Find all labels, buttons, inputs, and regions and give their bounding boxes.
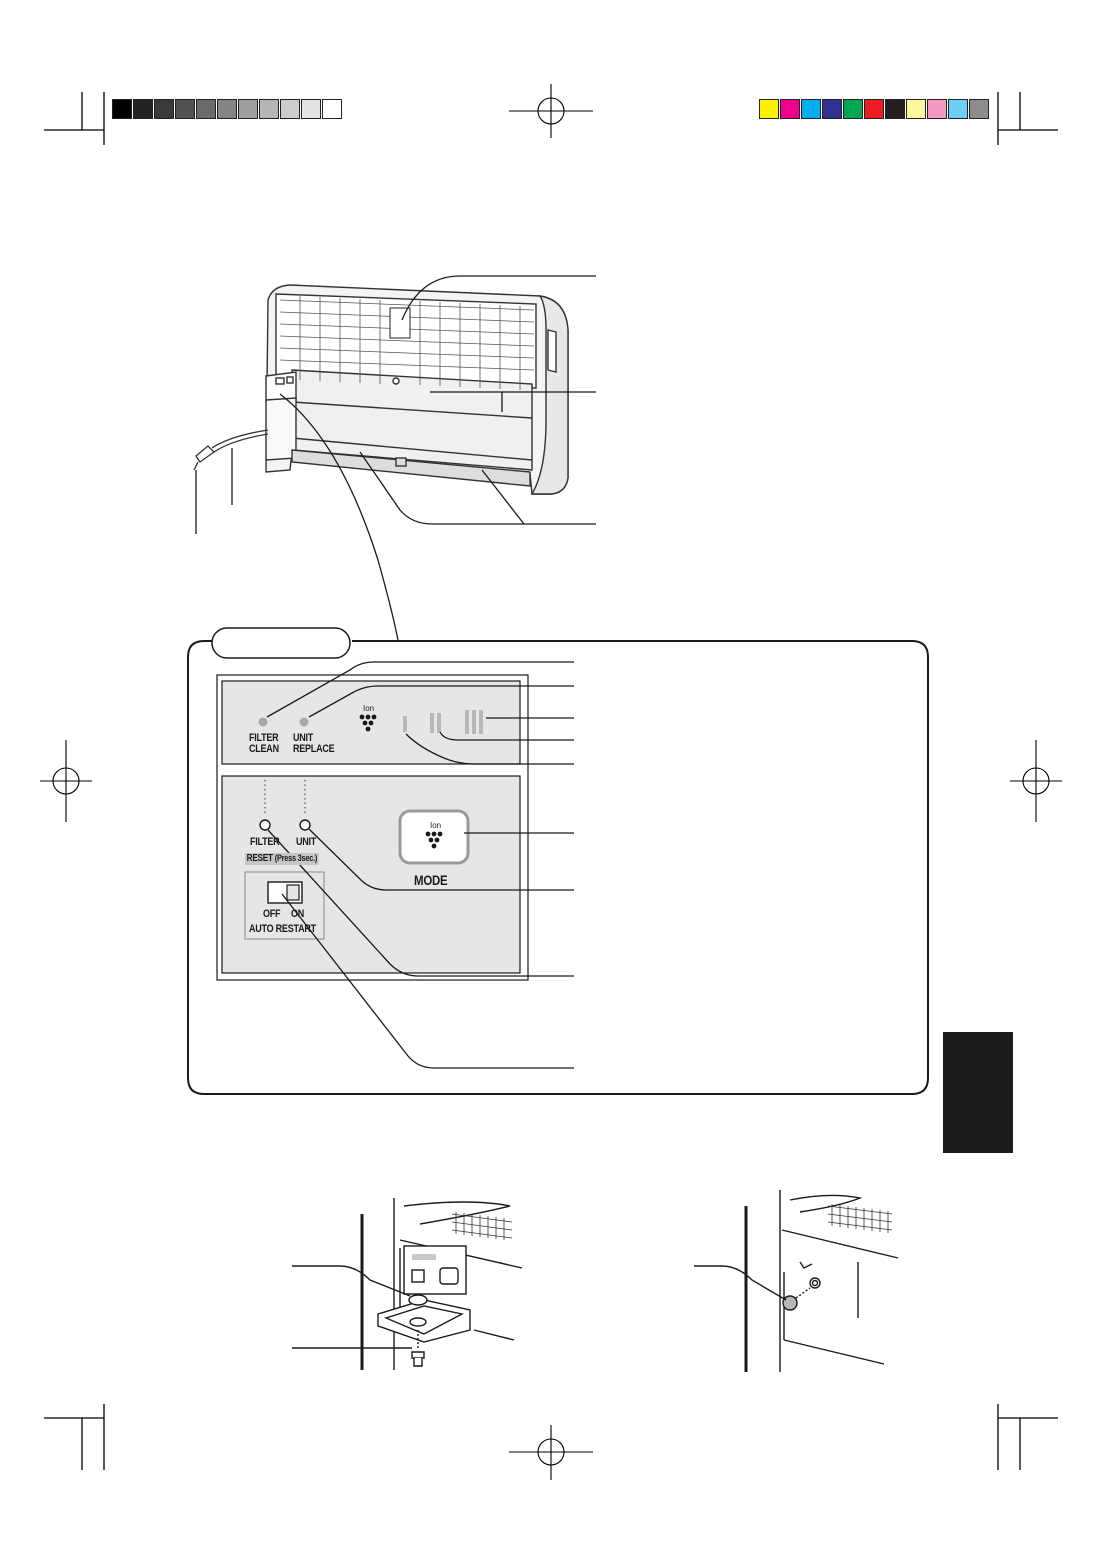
press-note: (Press 3sec.)	[274, 853, 318, 863]
filter-clean-line2: CLEAN	[249, 743, 279, 755]
ion-indicator-dots	[359, 714, 377, 732]
mode-button-frame	[398, 809, 470, 865]
filter-clean-lamp	[258, 717, 268, 727]
section-tab-block	[943, 1032, 1013, 1153]
color-swatch	[864, 99, 884, 119]
switch-on-label: ON	[291, 908, 305, 920]
filter-button-label: FILTER	[250, 836, 280, 848]
color-swatch	[906, 99, 926, 119]
color-swatch	[822, 99, 842, 119]
filter-reset-hole	[259, 819, 271, 831]
ion-indicator-label: Ion	[363, 704, 375, 713]
crop-marks	[44, 92, 1058, 1470]
color-swatch	[843, 99, 863, 119]
unit-replace-lamp	[299, 717, 309, 727]
gray-swatch	[301, 99, 321, 119]
gray-swatch	[322, 99, 342, 119]
gray-swatch	[112, 99, 132, 119]
registration-targets	[40, 84, 1062, 1480]
purifier-leader-lines	[195, 275, 596, 641]
filter-clean-line1: FILTER	[249, 732, 279, 744]
reset-caption: RESET (Press 3sec.)	[245, 853, 319, 865]
mode-button-label[interactable]: MODE	[414, 872, 448, 888]
color-swatch	[780, 99, 800, 119]
fan-speed-bars	[403, 710, 483, 734]
bottom-left-grille	[451, 1212, 513, 1240]
gray-swatch	[238, 99, 258, 119]
gray-swatch	[154, 99, 174, 119]
switch-off-label: OFF	[263, 908, 281, 920]
auto-restart-box	[244, 871, 325, 940]
auto-restart-label: AUTO RESTART	[249, 923, 316, 935]
bottom-right-detail	[694, 1190, 899, 1372]
gray-swatch	[196, 99, 216, 119]
panel-leader-lines	[266, 661, 574, 1069]
bottom-right-grille	[827, 1204, 893, 1233]
gray-scale-bar	[0, 0, 1102, 130]
unit-replace-line2: REPLACE	[293, 743, 335, 755]
power-cord	[193, 429, 269, 471]
gray-swatch	[259, 99, 279, 119]
purifier-illustration	[265, 284, 569, 495]
gray-swatch	[280, 99, 300, 119]
panel-title-pill	[211, 627, 351, 659]
control-panel	[221, 775, 521, 974]
gray-swatch	[133, 99, 153, 119]
color-swatch	[801, 99, 821, 119]
color-swatch	[927, 99, 947, 119]
color-swatch	[948, 99, 968, 119]
color-swatch	[885, 99, 905, 119]
color-swatch	[969, 99, 989, 119]
unit-replace-line1: UNIT	[293, 732, 314, 744]
bottom-left-detail	[292, 1198, 523, 1370]
unit-reset-hole	[299, 819, 311, 831]
ion-lamp-window	[389, 307, 411, 339]
ion-mode-dots	[425, 831, 443, 849]
gray-swatch	[217, 99, 237, 119]
color-swatch	[759, 99, 779, 119]
unit-button-label: UNIT	[296, 836, 317, 848]
ion-mode-label: Ion	[430, 821, 442, 830]
reset-caption-text: RESET	[246, 853, 273, 864]
gray-swatch	[175, 99, 195, 119]
restart-switch-knob	[286, 884, 300, 901]
unit-replace-label: UNIT REPLACE	[293, 732, 335, 755]
dotted-guides	[264, 780, 306, 816]
panel-frame	[187, 640, 929, 1095]
filter-clean-label: FILTER CLEAN	[249, 733, 279, 755]
